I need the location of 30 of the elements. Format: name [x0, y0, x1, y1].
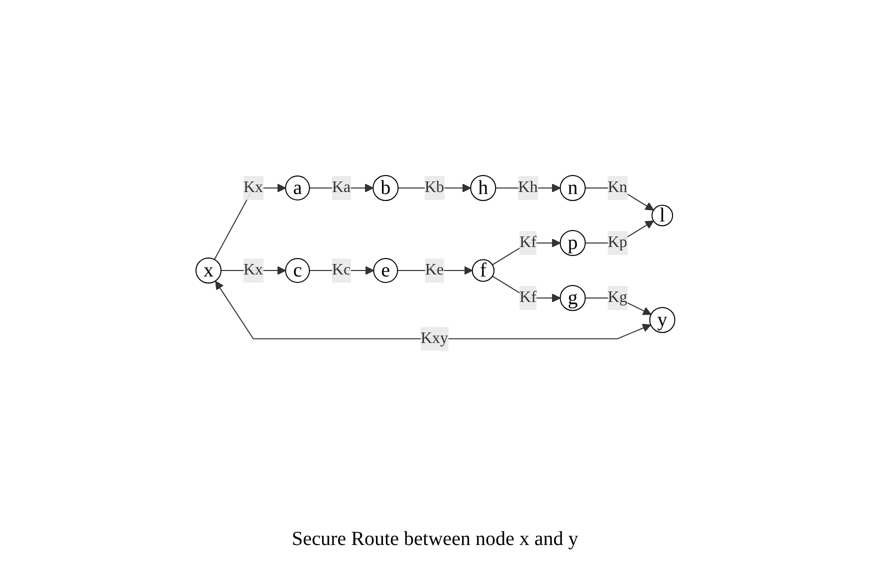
- arrow: [220, 266, 286, 276]
- edge-label: Kp: [607, 234, 627, 252]
- arrow: [492, 238, 560, 266]
- edge-label: Kf: [519, 289, 536, 306]
- edge-label: Kh: [518, 179, 538, 196]
- node-circle: c: [284, 258, 310, 284]
- arrow: [584, 188, 654, 211]
- edge-label: Ka: [332, 179, 350, 196]
- edge-label: Kx: [243, 179, 263, 196]
- node-circle: y: [648, 307, 675, 334]
- node-circle: g: [559, 285, 586, 312]
- edge-label: Kc: [332, 262, 350, 279]
- node-circle: e: [372, 258, 398, 284]
- route-note: Secure Route between node x and y: [292, 527, 578, 552]
- edge-label: Kg: [607, 289, 627, 306]
- arrow: [214, 184, 286, 260]
- node-circle: b: [372, 175, 398, 202]
- node-circle: a: [284, 176, 310, 201]
- node-circle: n: [559, 175, 586, 202]
- edge-label: Ke: [424, 262, 444, 279]
- node-circle: p: [559, 230, 586, 256]
- edge-label: Kxy: [420, 330, 448, 347]
- node-circle: x: [195, 258, 222, 284]
- node-circle: h: [470, 175, 496, 202]
- node-circle: l: [651, 204, 673, 226]
- edge-label: Kf: [519, 234, 536, 252]
- edge-label: Kn: [607, 179, 627, 196]
- edge-label: Kx: [243, 262, 263, 279]
- node-circle: f: [471, 259, 494, 282]
- edge-label: Kb: [424, 179, 444, 196]
